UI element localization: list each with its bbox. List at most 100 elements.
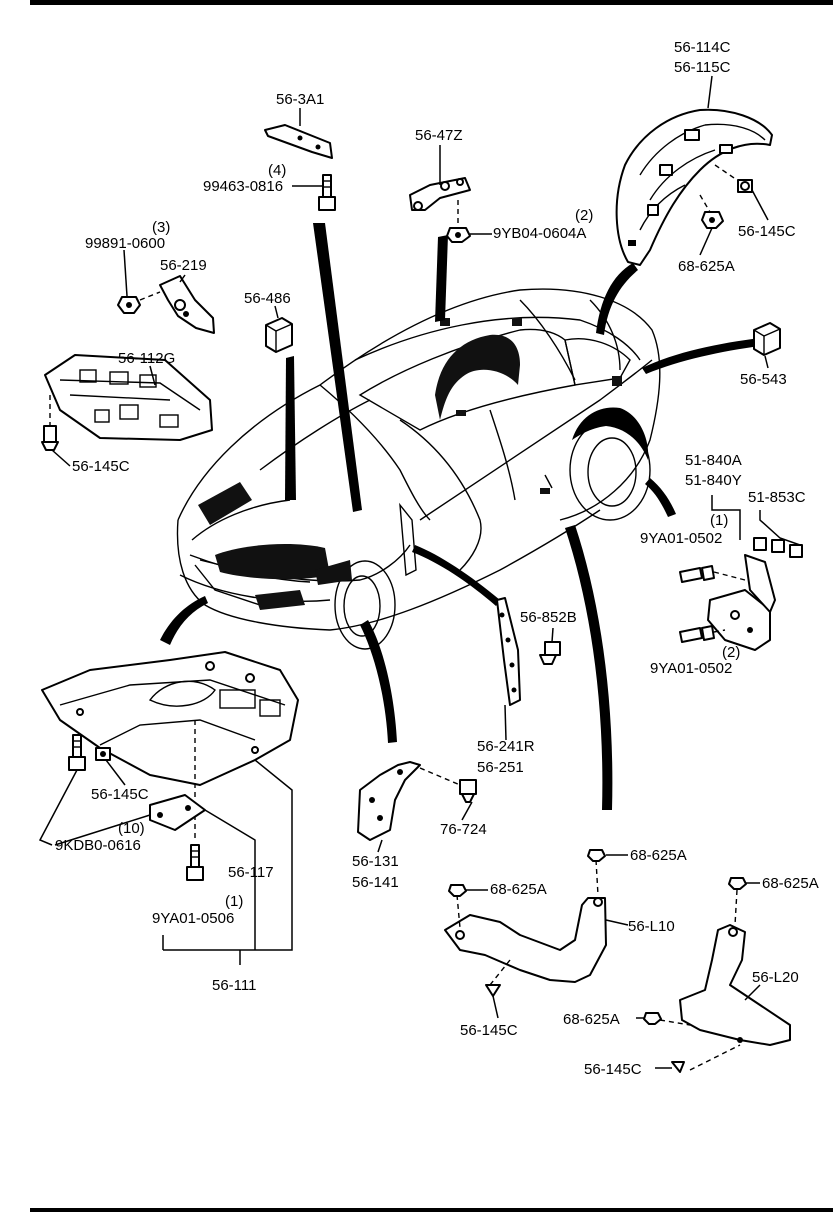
label-56-115c: 56-115C — [674, 59, 731, 76]
label-qty-2a: (2) — [575, 207, 593, 224]
label-56-112g: 56-112G — [118, 350, 175, 367]
part-56-47z — [409, 177, 471, 211]
nut-68-625a-c — [587, 849, 606, 862]
part-56-486 — [265, 317, 293, 353]
bracket-56-111 — [163, 759, 293, 951]
nut-9yb04-0604a — [446, 227, 471, 243]
bolt-99463-0816 — [318, 174, 336, 211]
callout-labels: 56-3A1 (4) 99463-0816 56-47Z (2) 9YB04-0… — [55, 39, 819, 1078]
label-56-241r: 56-241R — [477, 738, 535, 755]
label-51-840y: 51-840Y — [685, 472, 742, 489]
label-56-145c-b: 56-145C — [72, 458, 130, 475]
part-56-112g — [44, 354, 213, 441]
label-56-117: 56-117 — [228, 864, 274, 881]
label-56-543: 56-543 — [740, 371, 787, 388]
callout-leaders — [51, 75, 769, 1069]
nut-68-625a-a — [701, 211, 724, 229]
bottom-rule — [30, 1208, 833, 1212]
label-68-625a-b: 68-625A — [630, 847, 687, 864]
bolt-9ya01-0502-a — [679, 565, 715, 583]
label-51-853c: 51-853C — [748, 489, 806, 506]
bracket-51-853c — [759, 510, 801, 546]
label-qty-1b: (1) — [225, 893, 243, 910]
leader-56-145c-c — [105, 759, 126, 786]
label-68-625a-e: 68-625A — [563, 1011, 620, 1028]
label-56-852b: 56-852B — [520, 609, 577, 626]
bolt-9ya01-0502-b — [679, 625, 715, 643]
label-qty-2b: (2) — [722, 644, 740, 661]
clip-56-145c-c — [95, 747, 111, 761]
label-56-486: 56-486 — [244, 290, 291, 307]
clip-56-145c-a — [737, 179, 753, 193]
label-qty-4: (4) — [268, 162, 286, 179]
bolt-9ya01-0506 — [186, 844, 204, 881]
label-51-840a: 51-840A — [685, 452, 742, 469]
label-qty-1a: (1) — [710, 512, 728, 529]
dash-l20-c — [689, 1044, 741, 1071]
label-56-3a1: 56-3A1 — [276, 91, 324, 108]
clip-56-145c-b — [41, 425, 59, 451]
dash-l10-a — [456, 894, 461, 929]
part-56-219 — [159, 275, 215, 334]
label-qty-3: (3) — [152, 219, 170, 236]
label-56-145c-d: 56-145C — [460, 1022, 518, 1039]
part-56-111 — [41, 651, 299, 786]
dash-l20-a — [734, 889, 738, 926]
nut-68-625a-b — [448, 884, 467, 897]
part-56-543 — [753, 322, 781, 356]
dash-840-b — [713, 629, 726, 633]
label-56-114c: 56-114C — [674, 39, 731, 56]
part-56-l10 — [444, 897, 607, 983]
label-56-145c-c: 56-145C — [91, 786, 149, 803]
part-56-131 — [357, 761, 421, 841]
part-56-3a1 — [264, 124, 333, 159]
label-qty-10: (10) — [118, 820, 145, 837]
label-56-141: 56-141 — [352, 874, 399, 891]
label-56-131: 56-131 — [352, 853, 399, 870]
nut-99891-0600 — [117, 296, 141, 314]
nut-68-625a-d — [728, 877, 747, 890]
part-56-117 — [149, 794, 206, 831]
dash-l10-c — [489, 959, 511, 986]
part-56-114c — [615, 108, 773, 266]
clip-76-724 — [459, 779, 477, 803]
bracket-56-117-a — [204, 809, 256, 950]
label-56-47z: 56-47Z — [415, 127, 463, 144]
label-9yb04-0604a: 9YB04-0604A — [493, 225, 586, 242]
clips-51-853c — [753, 537, 803, 558]
dash-114c-a — [714, 164, 741, 183]
label-9kdb0-0616: 9KDB0-0616 — [55, 837, 141, 854]
bracket-51-840 — [711, 495, 741, 540]
label-99463-0816: 99463-0816 — [203, 178, 283, 195]
clip-56-852b — [539, 641, 561, 665]
label-56-145c-a: 56-145C — [738, 223, 796, 240]
label-56-219: 56-219 — [160, 257, 207, 274]
label-56-l10: 56-L10 — [628, 918, 675, 935]
part-51-840a — [707, 554, 776, 651]
dash-219 — [139, 291, 161, 301]
top-rule — [30, 0, 833, 5]
part-56-l20 — [679, 924, 791, 1046]
label-56-251: 56-251 — [477, 759, 524, 776]
bolt-9kdb0-0616 — [68, 734, 86, 771]
part-56-241r — [496, 597, 521, 706]
dash-114c-b — [699, 194, 711, 213]
clip-56-145c-d — [485, 984, 501, 997]
nut-68-625a-e — [643, 1012, 662, 1025]
label-9ya01-0502-b: 9YA01-0502 — [650, 660, 732, 677]
label-99891-0600: 99891-0600 — [85, 235, 165, 252]
label-56-145c-e: 56-145C — [584, 1061, 642, 1078]
leader-wedges — [160, 223, 760, 810]
dash-l10-b — [595, 859, 599, 896]
label-68-625a-c: 68-625A — [490, 881, 547, 898]
vehicle-outline — [176, 288, 661, 650]
label-56-111: 56-111 — [212, 977, 256, 994]
dash-131 — [419, 767, 461, 786]
label-9ya01-0506: 9YA01-0506 — [152, 910, 234, 927]
label-56-l20: 56-L20 — [752, 969, 799, 986]
label-68-625a-a: 68-625A — [678, 258, 735, 275]
label-68-625a-d: 68-625A — [762, 875, 819, 892]
leader-9kdb0 — [38, 769, 78, 846]
leader-9kdb0-b — [54, 814, 151, 846]
